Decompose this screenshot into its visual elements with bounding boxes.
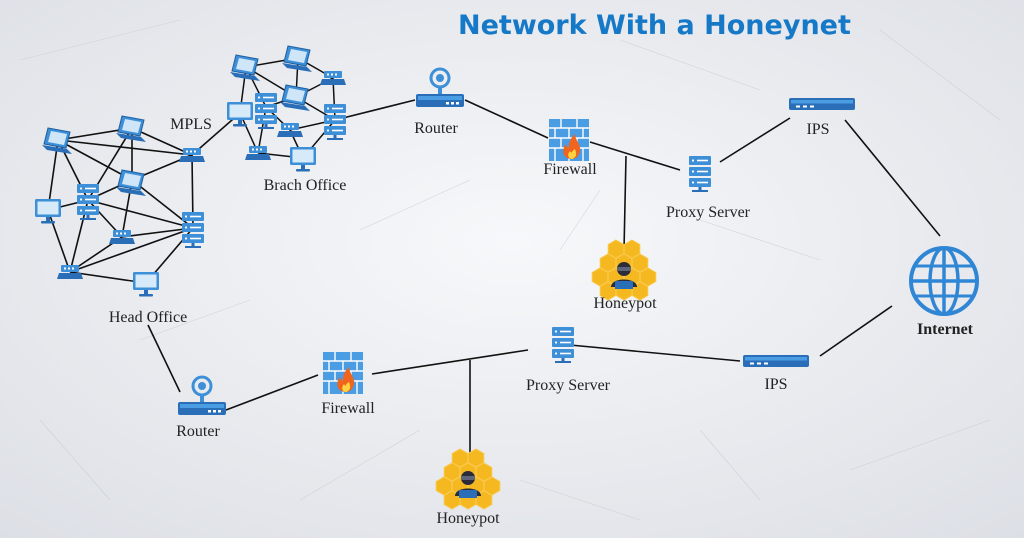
firewall-bottom-label: Firewall bbox=[321, 400, 375, 417]
monitor-icon bbox=[35, 199, 61, 224]
server-icon bbox=[182, 212, 204, 248]
globe-icon bbox=[909, 246, 979, 316]
laptop-icon bbox=[281, 45, 313, 73]
laptop-icon bbox=[115, 115, 147, 143]
internet-label: Internet bbox=[917, 321, 973, 338]
firewall-icon bbox=[548, 118, 590, 162]
router-icon bbox=[414, 67, 466, 109]
server-icon bbox=[324, 104, 346, 140]
topology-links bbox=[147, 99, 941, 460]
ips-icon bbox=[789, 98, 855, 110]
switch-icon bbox=[245, 146, 271, 160]
switch-icon bbox=[109, 230, 135, 244]
diagram-title: Network With a Honeynet bbox=[458, 10, 851, 41]
firewall-icon bbox=[322, 351, 364, 395]
ips-bottom-label: IPS bbox=[764, 376, 788, 393]
proxy-server-bottom-label: Proxy Server bbox=[526, 377, 610, 394]
honeypot-bottom-label: Honeypot bbox=[436, 510, 500, 527]
honeypot-icon bbox=[436, 449, 500, 509]
head-office-links bbox=[47, 127, 194, 284]
monitor-icon bbox=[227, 102, 253, 127]
laptop-icon bbox=[279, 84, 311, 112]
branch-office-label: Brach Office bbox=[263, 177, 347, 194]
monitor-icon bbox=[133, 272, 159, 297]
router-top-label: Router bbox=[414, 120, 458, 137]
router-icon bbox=[176, 375, 228, 417]
laptop-icon bbox=[229, 54, 261, 82]
firewall-top-label: Firewall bbox=[543, 161, 597, 178]
ips-icon bbox=[743, 355, 809, 367]
switch-icon bbox=[277, 123, 303, 137]
monitor-icon bbox=[290, 147, 316, 172]
honeypot-icon bbox=[592, 240, 656, 300]
ips-top-label: IPS bbox=[806, 121, 830, 138]
router-bottom-label: Router bbox=[176, 423, 220, 440]
mpls-label: MPLS bbox=[170, 116, 212, 133]
server-icon bbox=[255, 93, 277, 129]
server-icon bbox=[77, 184, 99, 220]
proxy-server-top-label: Proxy Server bbox=[666, 204, 750, 221]
head-office-label: Head Office bbox=[108, 309, 188, 326]
server-icon bbox=[689, 156, 711, 192]
switch-icon bbox=[57, 265, 83, 279]
honeypot-top-label: Honeypot bbox=[593, 295, 657, 312]
server-icon bbox=[552, 327, 574, 363]
laptop-icon bbox=[41, 127, 73, 155]
